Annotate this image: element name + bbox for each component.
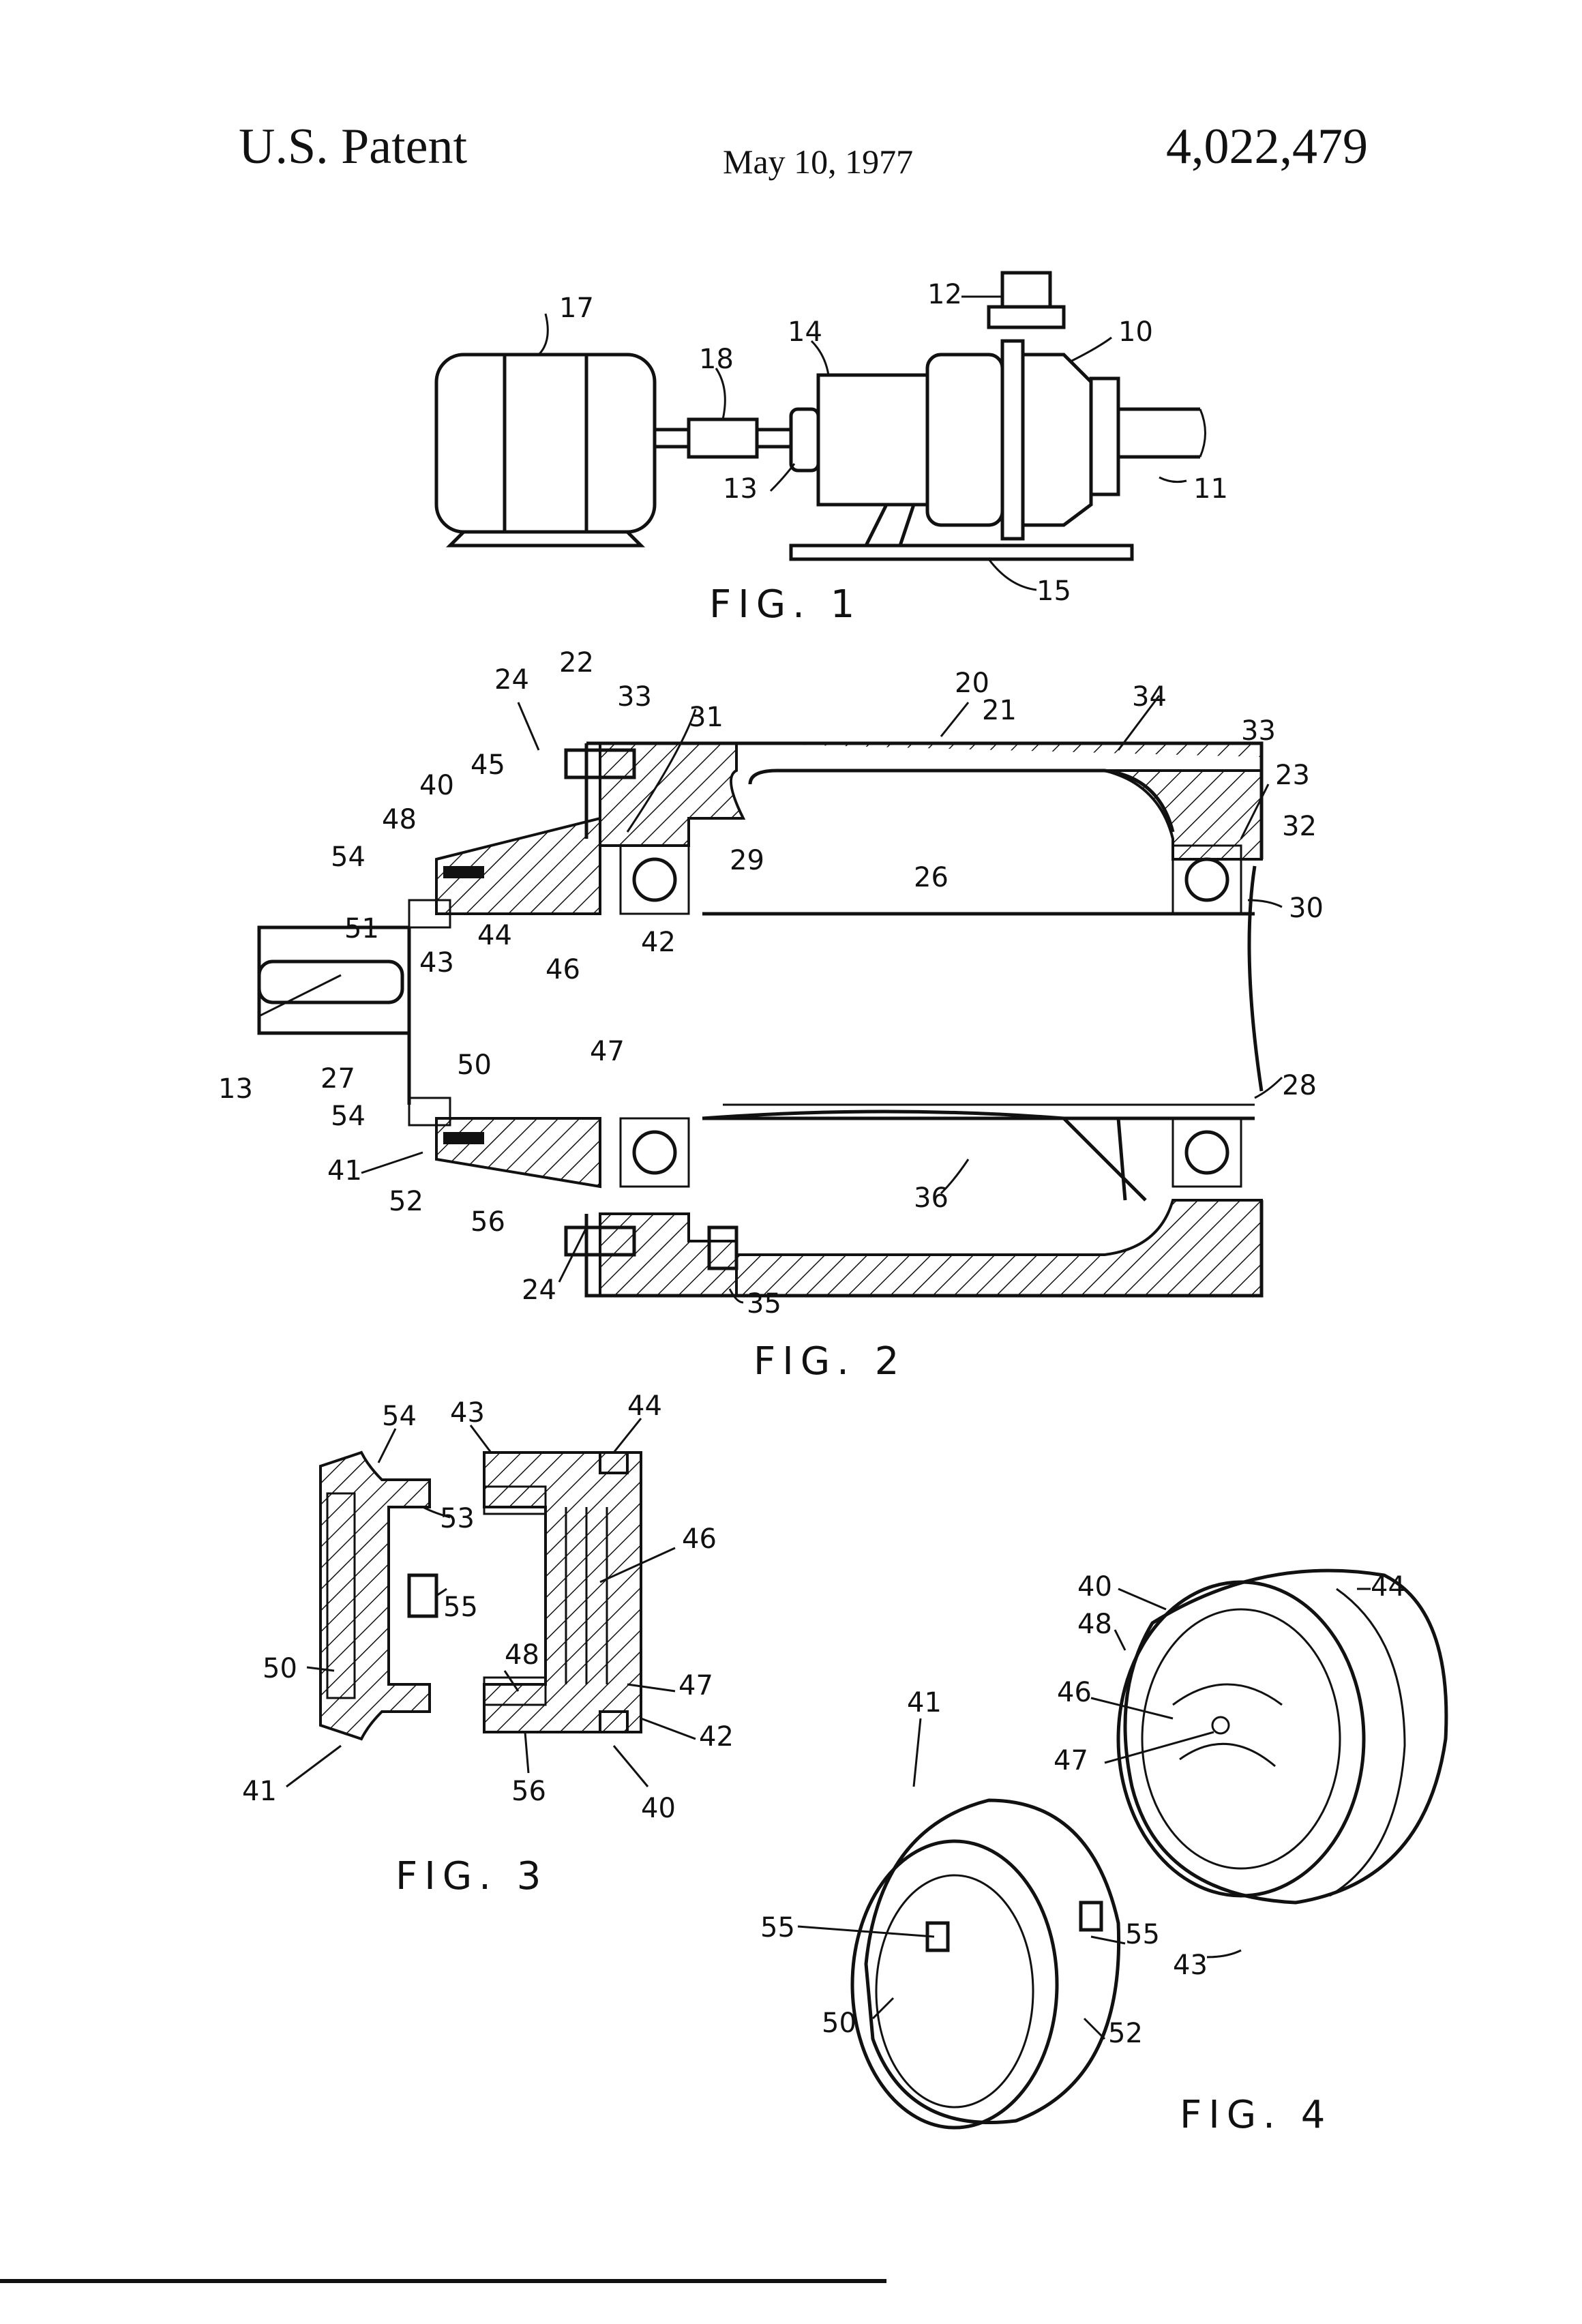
pump-volute — [1023, 355, 1091, 525]
fig3-label-47: 47 — [678, 1670, 713, 1701]
fig2-label-24b: 24 — [522, 1275, 556, 1306]
fig3-label-44: 44 — [627, 1390, 662, 1422]
fig2-caption: FIG. 2 — [753, 1339, 906, 1384]
fig3-label-48: 48 — [505, 1639, 539, 1671]
housing-cavity-top — [750, 771, 1173, 832]
fig4-label-47: 47 — [1054, 1745, 1088, 1776]
fig2-label-52: 52 — [389, 1186, 423, 1217]
motor-body — [436, 355, 655, 532]
fig1-label-13: 13 — [723, 473, 758, 505]
ring-40-body — [1125, 1570, 1446, 1903]
fig2-label-35: 35 — [747, 1288, 781, 1320]
fig2-label-45: 45 — [471, 749, 505, 781]
fig2-label-33b: 33 — [1241, 715, 1276, 747]
fig4-label-50: 50 — [822, 2008, 856, 2039]
fig2-label-43: 43 — [419, 947, 454, 979]
fig2-label-28: 28 — [1282, 1070, 1317, 1101]
fig2-label-47: 47 — [590, 1036, 625, 1067]
fig2-label-56: 56 — [471, 1206, 505, 1238]
fig4-seal-parts-perspective: 40 44 48 46 41 47 55 55 43 52 50 FIG. 4 — [760, 1570, 1446, 2137]
seal-ring-41 — [320, 1452, 430, 1739]
fig3-label-41: 41 — [242, 1776, 277, 1807]
fig2-label-48: 48 — [382, 804, 417, 835]
fig2-label-44: 44 — [477, 920, 512, 951]
fig3-label-54: 54 — [382, 1401, 417, 1432]
fig1-label-11: 11 — [1193, 473, 1228, 505]
seal-housing — [818, 375, 927, 505]
fig2-label-29: 29 — [730, 845, 764, 876]
fig4-label-40: 40 — [1077, 1571, 1112, 1603]
fig3-label-42: 42 — [699, 1721, 734, 1753]
fig2-label-36: 36 — [914, 1182, 949, 1214]
fig3-label-56: 56 — [511, 1776, 546, 1807]
fig1-label-18: 18 — [699, 344, 734, 375]
ring-40-bore — [1118, 1582, 1364, 1896]
fig2-label-13: 13 — [218, 1073, 253, 1105]
fig1-label-17: 17 — [559, 293, 594, 324]
fig2-label-46: 46 — [546, 954, 580, 985]
fig4-label-52: 52 — [1108, 2018, 1143, 2049]
fig4-label-44: 44 — [1371, 1571, 1405, 1603]
fig4-label-55b: 55 — [1125, 1919, 1160, 1950]
fig2-label-50: 50 — [457, 1049, 492, 1081]
fig1-label-15: 15 — [1036, 576, 1071, 607]
fig2-label-33: 33 — [617, 681, 652, 713]
fig2-label-31: 31 — [689, 702, 723, 733]
fig2-label-40: 40 — [419, 770, 454, 801]
fig2-label-22: 22 — [559, 647, 594, 679]
fig3-label-46: 46 — [682, 1523, 717, 1555]
fig2-label-42: 42 — [641, 927, 676, 958]
fig2-label-32: 32 — [1282, 811, 1317, 842]
fig4-label-48: 48 — [1077, 1609, 1112, 1640]
ring-41-bore — [852, 1841, 1057, 2128]
fig2-label-51: 51 — [344, 913, 379, 944]
fig4-label-46: 46 — [1057, 1677, 1092, 1708]
fig2-label-21: 21 — [982, 695, 1017, 726]
fig2-label-54: 54 — [331, 841, 365, 873]
seal-ring-40 — [484, 1452, 641, 1732]
fig2-label-54b: 54 — [331, 1101, 365, 1132]
fig3-seal-parts-section: 54 43 44 53 46 55 50 48 47 42 41 56 40 F… — [242, 1390, 734, 1898]
fig2-label-27: 27 — [320, 1063, 355, 1094]
fig2-label-24: 24 — [494, 664, 529, 696]
fig3-label-55: 55 — [443, 1592, 478, 1623]
fig1-label-12: 12 — [927, 279, 962, 310]
fig4-caption: FIG. 4 — [1180, 2093, 1332, 2137]
housing-lower — [736, 1200, 1262, 1296]
fig2-seal-cross-section: 24 22 33 31 20 21 34 33 23 32 40 45 48 5… — [218, 647, 1324, 1384]
bearing-ball — [634, 859, 675, 900]
base-plate — [791, 546, 1132, 559]
motor-base — [450, 532, 641, 546]
fig3-label-50: 50 — [263, 1653, 297, 1684]
fig3-label-40: 40 — [641, 1793, 676, 1824]
fig2-label-41: 41 — [327, 1155, 362, 1187]
fig1-label-14: 14 — [788, 316, 822, 348]
fig1-pump-assembly: 17 18 14 12 10 13 11 15 FIG. 1 — [436, 273, 1228, 627]
coupling — [689, 419, 757, 457]
fig4-label-41: 41 — [907, 1687, 942, 1718]
fig2-label-34: 34 — [1132, 681, 1167, 713]
fig3-caption: FIG. 3 — [395, 1854, 548, 1898]
fig2-label-23: 23 — [1275, 760, 1310, 791]
fig4-label-43: 43 — [1173, 1950, 1208, 1981]
fig3-label-43: 43 — [450, 1397, 485, 1429]
fig1-label-10: 10 — [1118, 316, 1153, 348]
fig2-label-26: 26 — [914, 862, 949, 893]
fig1-caption: FIG. 1 — [709, 582, 861, 627]
fig4-label-55a: 55 — [760, 1912, 795, 1943]
ring-41-body — [866, 1800, 1119, 2123]
fig2-label-30: 30 — [1289, 893, 1324, 924]
fig3-label-53: 53 — [440, 1503, 475, 1534]
